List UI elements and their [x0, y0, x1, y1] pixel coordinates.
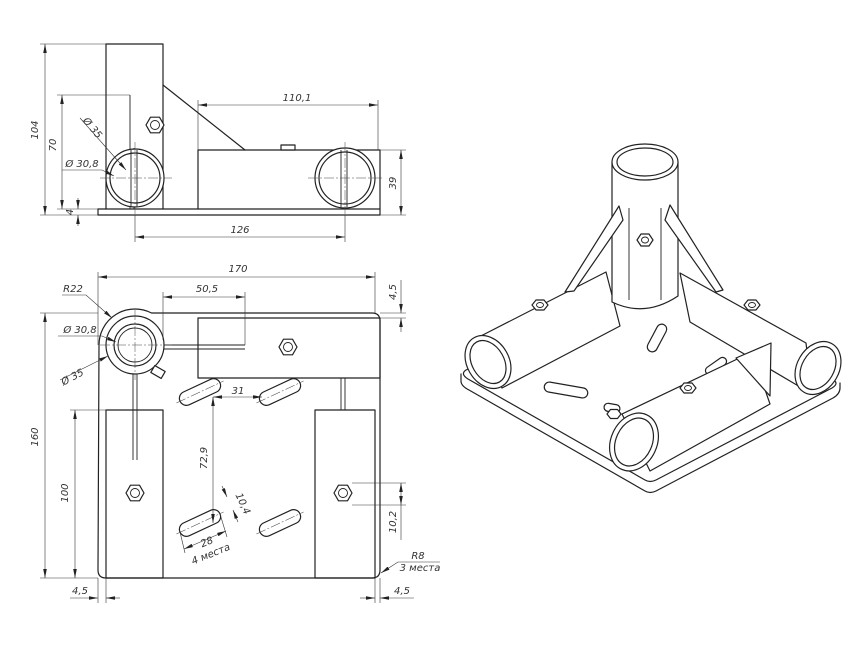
- nut-hex: [333, 484, 353, 502]
- right-tube-top: [314, 409, 376, 579]
- centerline: [256, 511, 304, 535]
- dim-39-label: 39: [388, 177, 399, 190]
- mounting-slot: [256, 378, 304, 406]
- leader-line: [79, 117, 127, 171]
- nut-hex: [743, 299, 761, 311]
- mounting-slot: [176, 378, 224, 406]
- nut-bore: [641, 236, 649, 244]
- dim-d30-8-label: Ø 30,8: [64, 158, 98, 170]
- slot-outline: [646, 323, 668, 353]
- nut-icon: [125, 484, 145, 502]
- right-gusset: [664, 204, 724, 293]
- mounting-slot: [256, 509, 304, 537]
- left-tube-end-inner: [469, 339, 507, 385]
- vertical-tube-top-inner: [616, 147, 674, 177]
- nut-bore: [748, 302, 756, 308]
- base-plate-side: [97, 208, 381, 216]
- gusset-edge: [162, 84, 246, 151]
- nut-icon: [636, 233, 654, 247]
- nut-icon: [145, 116, 165, 134]
- dim-160-label: 160: [30, 427, 41, 446]
- dim-4-5-left-label: 4,5: [72, 586, 88, 597]
- dim-4-label: 4: [65, 209, 76, 215]
- nut-bore: [130, 488, 140, 498]
- slot-outline: [543, 381, 589, 399]
- nut-icon: [606, 408, 622, 420]
- plate-top-face: [462, 362, 837, 483]
- dim-31-label: 31: [232, 386, 245, 397]
- dimension-line: [221, 485, 228, 498]
- plan-view: 170 4,5 R22 50,5 Ø 30,8 Ø 35 31 160 100: [30, 264, 440, 603]
- dim-72-9-label: 72,9: [199, 447, 210, 469]
- dim-4-5-top-label: 4,5: [388, 284, 399, 300]
- centerline: [176, 511, 224, 535]
- centerline: [176, 380, 224, 404]
- nut-bore: [283, 342, 293, 352]
- nut-hex: [278, 338, 298, 356]
- nut-hex: [145, 116, 165, 134]
- nut-icon: [278, 338, 298, 356]
- dim-28-label: 28: [199, 535, 215, 550]
- left-tube-end-outer: [464, 334, 512, 390]
- extension-line: [179, 531, 186, 554]
- dimension-line: [232, 509, 239, 523]
- front-tube-end-inner: [613, 417, 655, 467]
- horizontal-tube-top: [197, 317, 381, 379]
- plate-slot: [646, 323, 668, 353]
- left-tube-top: [105, 409, 164, 579]
- leader-line: [59, 355, 109, 381]
- nut-icon: [150, 364, 166, 380]
- nut-icon: [333, 484, 353, 502]
- dim-170-label: 170: [228, 264, 247, 275]
- front-gusset: [735, 342, 772, 397]
- dim-70-label: 70: [48, 139, 59, 152]
- nut-icon: [531, 299, 549, 311]
- dim-10-2-label: 10,2: [388, 511, 399, 533]
- dim-100-label: 100: [60, 483, 71, 502]
- dim-4-5-right-label: 4,5: [394, 586, 410, 597]
- nut-hex: [606, 408, 622, 420]
- leader-line: [58, 335, 117, 343]
- vertical-tube-top-outer: [611, 143, 679, 181]
- leader-line: [380, 561, 440, 574]
- leader-line: [62, 169, 115, 177]
- dim-r8-label: R8: [411, 551, 424, 562]
- plate-thickness-edge: [460, 373, 841, 494]
- nut-hex: [636, 233, 654, 247]
- leader-line: [62, 294, 113, 319]
- dim-104-label: 104: [30, 120, 41, 139]
- dim-50-5-label: 50,5: [196, 284, 218, 295]
- right-tube-end-outer: [794, 340, 842, 396]
- dim-d30-8-label-plan: Ø 30,8: [62, 324, 96, 336]
- top-nut-side: [280, 144, 296, 151]
- nut-bore: [684, 385, 692, 391]
- nut-side: [150, 364, 166, 380]
- nut-hex: [679, 382, 697, 394]
- base-plate-outline: [97, 308, 381, 579]
- nut-bore: [338, 488, 348, 498]
- plate-slot: [543, 381, 589, 399]
- dim-r22-label: R22: [63, 284, 83, 295]
- isometric-view: [460, 143, 842, 494]
- centerline: [256, 380, 304, 404]
- note-3-places-label: 3 места: [400, 563, 441, 574]
- nut-icon: [743, 299, 761, 311]
- nut-hex: [531, 299, 549, 311]
- front-view: 104 70 4 Ø 35 Ø 30,8 110,1 39 126: [30, 43, 406, 242]
- nut-hex: [125, 484, 145, 502]
- dim-110-1-label: 110,1: [283, 93, 312, 104]
- left-gusset: [564, 205, 624, 293]
- dim-126-label: 126: [230, 225, 249, 236]
- right-tube-end-inner: [799, 345, 837, 391]
- nut-icon: [679, 382, 697, 394]
- nut-bore: [536, 302, 544, 308]
- nut-bore: [150, 120, 160, 130]
- dimension-line: [183, 530, 227, 550]
